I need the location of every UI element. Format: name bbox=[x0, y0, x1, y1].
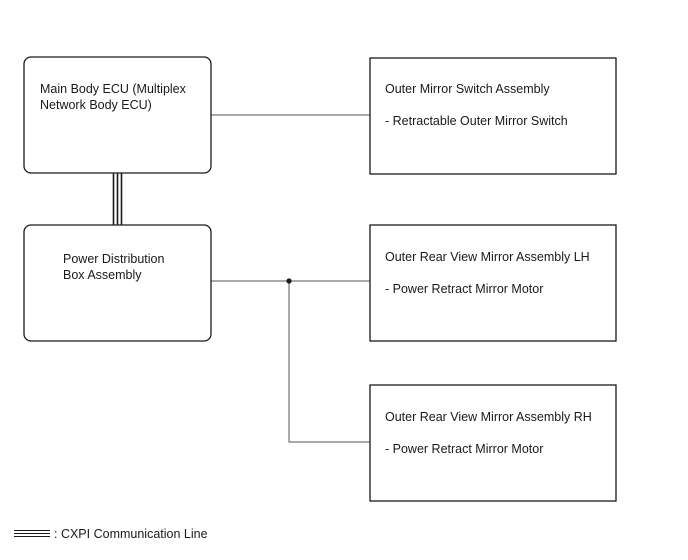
junction-to-rh-line bbox=[288, 281, 370, 443]
outer-mirror-switch-title: Outer Mirror Switch Assembly bbox=[385, 82, 550, 96]
outer-mirror-rh-title: Outer Rear View Mirror Assembly RH bbox=[385, 410, 592, 424]
power-distribution-label-line2: Box Assembly bbox=[63, 268, 142, 282]
power-distribution-label-line1: Power Distribution bbox=[63, 252, 164, 266]
main-body-ecu-label-line1: Main Body ECU (Multiplex bbox=[40, 82, 187, 96]
outer-mirror-rh-sub: - Power Retract Mirror Motor bbox=[385, 442, 543, 456]
main-body-ecu-label-line2: Network Body ECU) bbox=[40, 98, 152, 112]
legend: : CXPI Communication Line bbox=[14, 526, 208, 542]
outer-mirror-lh-box: Outer Rear View Mirror Assembly LH - Pow… bbox=[369, 224, 617, 342]
cxpi-communication-line bbox=[112, 173, 123, 225]
cxpi-line-symbol-icon bbox=[14, 530, 50, 538]
main-body-ecu-box: Main Body ECU (Multiplex Network Body EC… bbox=[23, 56, 212, 174]
junction-dot bbox=[286, 278, 292, 284]
power-distribution-box: Power Distribution Box Assembly bbox=[23, 224, 212, 342]
legend-label: : CXPI Communication Line bbox=[54, 527, 208, 541]
outer-mirror-rh-box: Outer Rear View Mirror Assembly RH - Pow… bbox=[369, 384, 617, 502]
outer-mirror-lh-sub: - Power Retract Mirror Motor bbox=[385, 282, 543, 296]
outer-mirror-switch-sub: - Retractable Outer Mirror Switch bbox=[385, 114, 568, 128]
outer-mirror-lh-title: Outer Rear View Mirror Assembly LH bbox=[385, 250, 590, 264]
outer-mirror-switch-assembly-box: Outer Mirror Switch Assembly - Retractab… bbox=[369, 57, 617, 175]
